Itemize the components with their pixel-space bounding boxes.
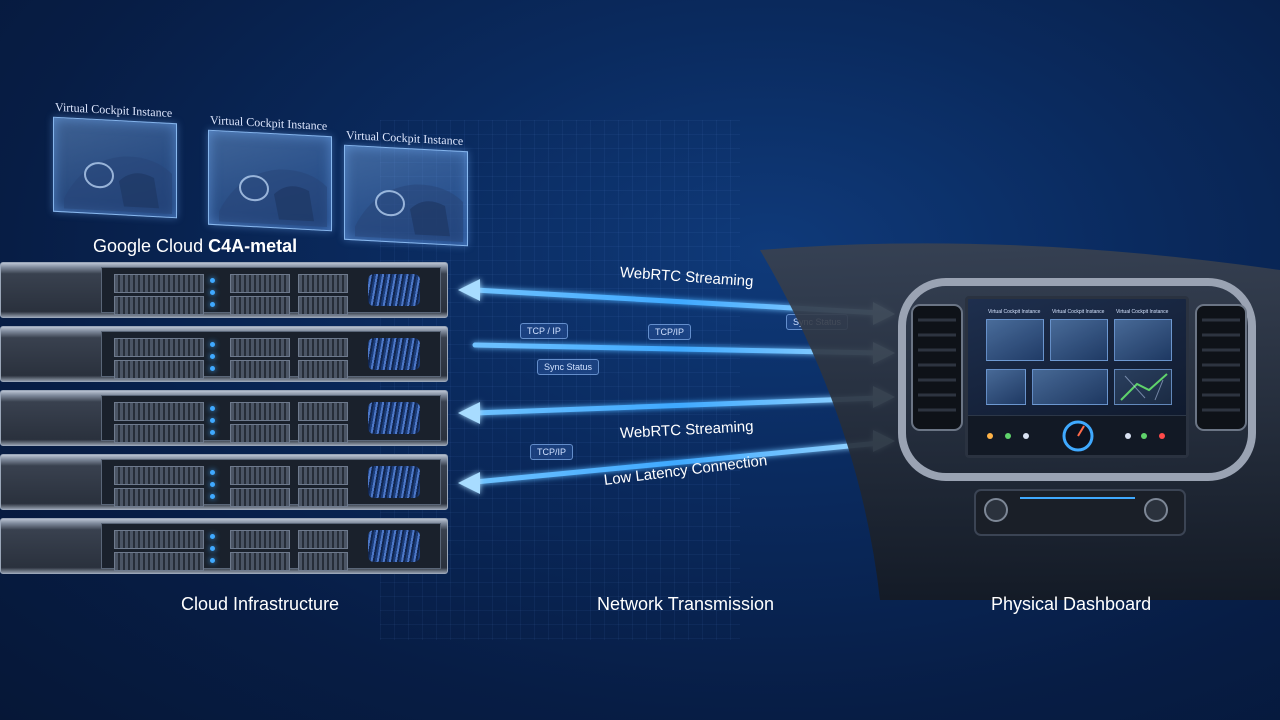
status-led-icon [210, 534, 215, 539]
network-cables [368, 274, 420, 306]
screen-tile-map[interactable] [1114, 369, 1172, 405]
car-interior-icon [64, 156, 172, 214]
cockpit-preview [208, 129, 332, 232]
screen-tile-cockpit[interactable] [1050, 319, 1108, 361]
status-led-icon [210, 354, 215, 359]
screen-caption: Virtual Cockpit Instance [988, 309, 1041, 315]
car-interior-icon [219, 169, 327, 227]
cockpit-preview [344, 144, 468, 247]
virtual-cockpit-instance-1: Virtual Cockpit Instance [53, 100, 177, 219]
screen-tile-cockpit[interactable] [986, 319, 1044, 361]
server-unit [0, 454, 448, 510]
section-label-cloud: Cloud Infrastructure [181, 594, 340, 614]
network-cables [368, 402, 420, 434]
status-led-icon [210, 494, 215, 499]
server-unit [0, 390, 448, 446]
server-rack [0, 262, 450, 582]
network-cables [368, 466, 420, 498]
status-led-icon [210, 302, 215, 307]
screen-caption: Virtual Cockpit Instance [1116, 309, 1169, 315]
arrowhead-right-icon [873, 302, 895, 325]
arrowhead-right-icon [873, 430, 895, 452]
status-led-icon [210, 366, 215, 371]
climate-knob-right-icon [1144, 498, 1168, 522]
virtual-cockpit-instance-3: Virtual Cockpit Instance [344, 128, 468, 247]
section-label-dashboard: Physical Dashboard [991, 594, 1152, 614]
dashboard-screen: Virtual Cockpit Instance Virtual Cockpit… [965, 296, 1189, 458]
screen-tile-apps[interactable] [986, 369, 1026, 405]
status-led-icon [210, 418, 215, 423]
server-unit [0, 326, 448, 382]
status-led-icon [210, 430, 215, 435]
sync-status-chip: Sync Status [786, 314, 849, 330]
map-icon [1120, 373, 1168, 401]
screen-caption: Virtual Cockpit Instance [1052, 309, 1105, 315]
cockpit-preview [53, 116, 177, 219]
server-unit [0, 262, 448, 318]
network-cables [368, 530, 420, 562]
tcp-ip-chip: TCP/IP [648, 324, 692, 340]
status-led-icon [210, 558, 215, 563]
cloud-title-prefix: Google Cloud [93, 236, 209, 256]
status-led-icon [210, 546, 215, 551]
status-led-icon [210, 278, 215, 283]
dashboard-control-strip [968, 415, 1186, 455]
section-label-network: Network Transmission [597, 594, 775, 614]
cloud-title-bold: C4A-metal [208, 236, 298, 256]
screen-tile-media[interactable] [1032, 369, 1108, 405]
status-led-icon [210, 470, 215, 475]
network-cables [368, 338, 420, 370]
virtual-cockpit-instance-2: Virtual Cockpit Instance [208, 113, 332, 232]
gauge-icon [987, 420, 1165, 452]
status-led-icon [210, 342, 215, 347]
tcp-ip-chip: TCP / IP [520, 323, 568, 339]
climate-knob-left-icon [984, 498, 1008, 522]
screen-tile-cockpit[interactable] [1114, 319, 1172, 361]
arrowhead-right-icon [873, 342, 895, 364]
status-led-icon [210, 406, 215, 411]
car-interior-icon [355, 184, 463, 242]
arrowhead-right-icon [873, 386, 895, 408]
sync-status-chip: Sync Status [537, 359, 600, 375]
tcp-ip-chip: TCP/IP [530, 444, 574, 460]
status-led-icon [210, 482, 215, 487]
server-unit [0, 518, 448, 574]
cloud-platform-title: Google Cloud C4A-metal [93, 236, 297, 257]
status-led-icon [210, 290, 215, 295]
